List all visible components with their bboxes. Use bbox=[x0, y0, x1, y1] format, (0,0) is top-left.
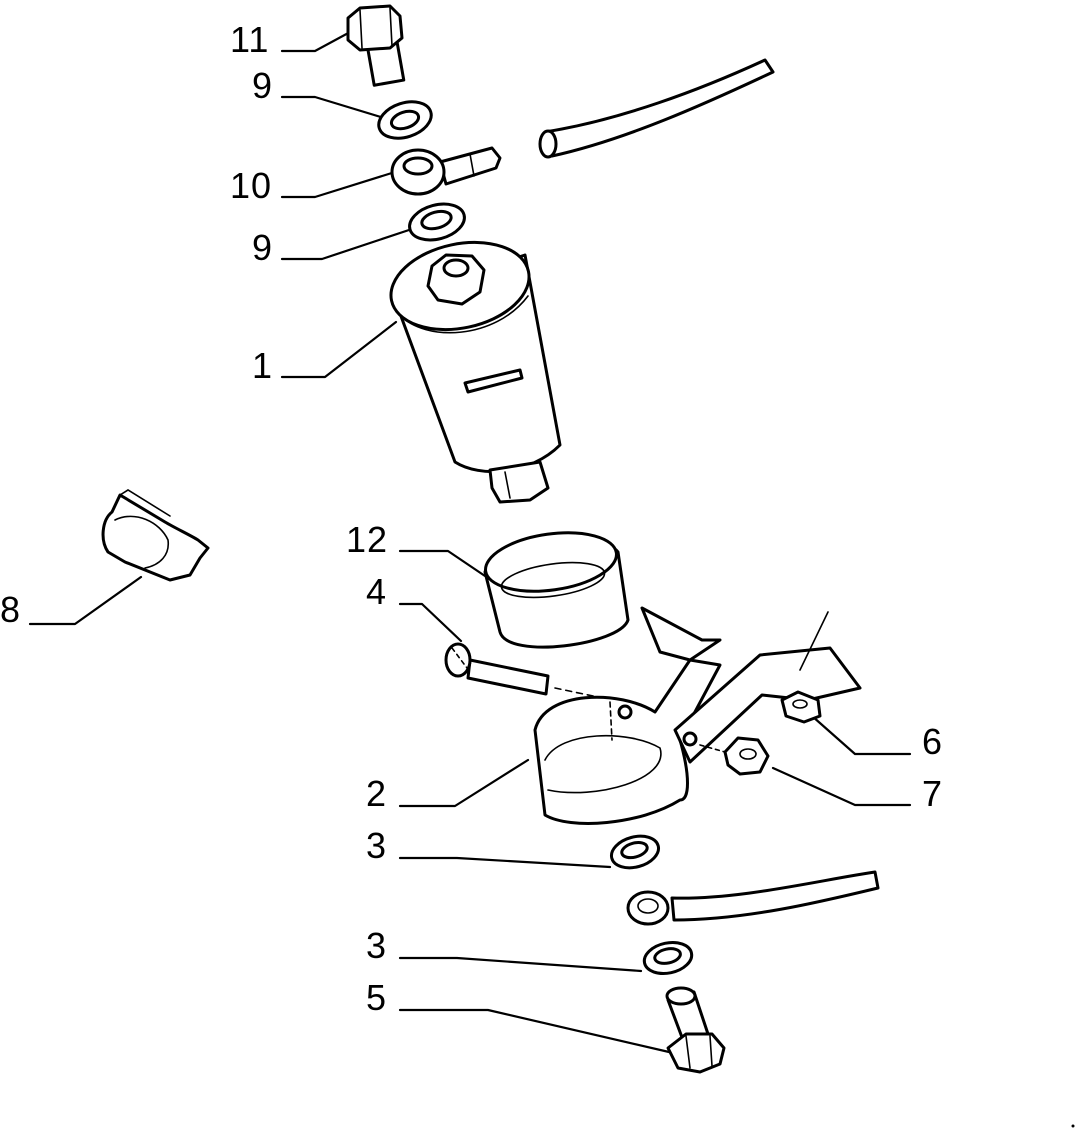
upper-fuel-hose bbox=[538, 58, 775, 159]
nut-part-6 bbox=[780, 690, 822, 724]
corner-dot bbox=[1071, 1124, 1075, 1128]
leader-9b bbox=[280, 227, 414, 261]
leader-12 bbox=[398, 549, 487, 578]
callout-8: 8 bbox=[0, 589, 22, 630]
leader-10 bbox=[280, 170, 397, 199]
callout-9-lower: 9 bbox=[252, 227, 274, 268]
clamp-bolt-part bbox=[444, 642, 613, 701]
leader-9a bbox=[280, 95, 386, 120]
callout-2: 2 bbox=[366, 773, 388, 814]
callout-7: 7 bbox=[922, 773, 944, 814]
callout-1: 1 bbox=[252, 345, 274, 386]
leader-5 bbox=[398, 1008, 671, 1054]
leader-8 bbox=[28, 575, 143, 626]
fuel-filter-part bbox=[389, 240, 562, 504]
filter-bracket-part bbox=[533, 606, 862, 825]
banjo-fitting-part bbox=[390, 146, 502, 196]
callout-5: 5 bbox=[366, 977, 388, 1018]
leader-1 bbox=[280, 320, 398, 379]
leader-4 bbox=[398, 602, 463, 643]
callout-10: 10 bbox=[230, 165, 273, 206]
callout-3-lower: 3 bbox=[366, 925, 388, 966]
sealing-washer-part bbox=[377, 100, 433, 140]
leader-7 bbox=[771, 766, 912, 807]
leader-6 bbox=[810, 714, 912, 756]
lower-bolt-part bbox=[665, 986, 726, 1074]
callout-3-upper: 3 bbox=[366, 825, 388, 866]
washer-part-3 bbox=[609, 834, 661, 870]
rubber-sleeve-part bbox=[483, 531, 630, 649]
banjo-bolt-part bbox=[346, 4, 406, 87]
leader-3b bbox=[398, 956, 643, 973]
lower-fuel-hose bbox=[626, 870, 880, 926]
leader-2 bbox=[398, 758, 530, 808]
hose-clip-part bbox=[101, 489, 210, 582]
callout-12: 12 bbox=[346, 519, 389, 560]
callout-9-upper: 9 bbox=[252, 65, 274, 106]
callout-6: 6 bbox=[922, 721, 944, 762]
leader-11 bbox=[280, 29, 354, 53]
sealing-washer-part-2 bbox=[408, 202, 466, 242]
nut-part-7 bbox=[699, 736, 770, 776]
washer-part-3b bbox=[642, 941, 694, 975]
leader-lines bbox=[28, 29, 912, 1054]
callout-4: 4 bbox=[366, 571, 388, 612]
leader-3a bbox=[398, 856, 612, 869]
callout-11: 11 bbox=[230, 19, 270, 60]
